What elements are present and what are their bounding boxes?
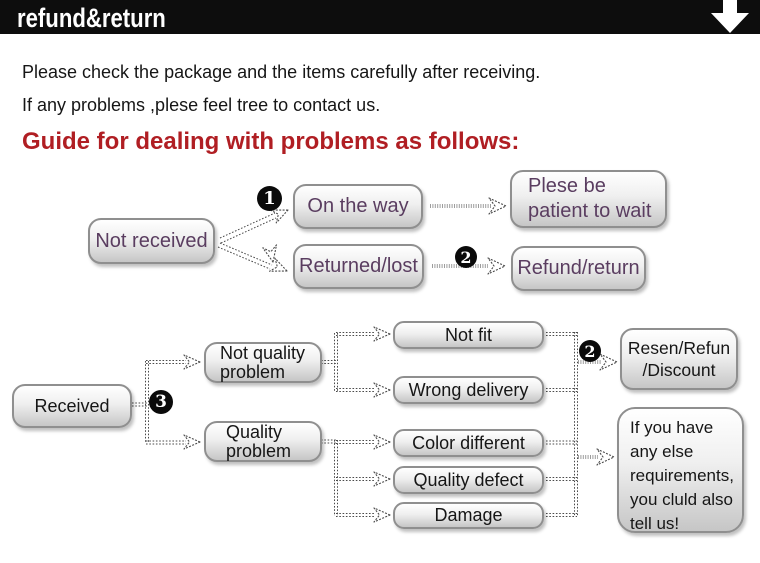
intro-line-1: Please check the package and the items c… (22, 62, 541, 82)
box-not-fit: Not fit (393, 321, 544, 349)
arrow-not-received-to-on-the-way (219, 209, 289, 263)
connector-received-split (132, 354, 201, 450)
box-color-different: Color different (393, 429, 544, 457)
badge-step-2-right: 2 (579, 340, 601, 362)
box-not-received: Not received (88, 218, 215, 264)
connector-not-quality-split (321, 326, 391, 398)
box-not-quality-problem: Not quality problem (204, 342, 322, 383)
arrow-returned-lost-to-refund (432, 257, 506, 275)
badge-step-2: 2 (455, 246, 477, 268)
box-please-be-patient: Plese be patient to wait (510, 170, 667, 228)
box-refund-return: Refund/return (511, 246, 646, 291)
guide-heading: Guide for dealing with problems as follo… (22, 128, 520, 155)
box-resend-refund-discount: Resen/Refun /Discount (620, 328, 738, 390)
badge-step-3: 3 (149, 390, 173, 414)
box-quality-problem: Quality problem (204, 421, 322, 462)
box-other-requirements-note: If you have any else requirements, you c… (617, 407, 744, 533)
box-returned-lost: Returned/lost (293, 244, 424, 289)
arrow-not-received-to-returned-lost (217, 242, 288, 272)
connector-quality-split (321, 434, 391, 523)
arrow-on-the-way-to-wait (430, 197, 507, 215)
box-wrong-delivery: Wrong delivery (393, 376, 544, 404)
box-damage: Damage (393, 502, 544, 529)
down-arrow-icon (711, 0, 749, 33)
arrow-to-resend-refund (578, 353, 618, 371)
box-quality-defect: Quality defect (393, 466, 544, 494)
arrow-to-note (578, 448, 615, 466)
banner-title: refund&return (17, 3, 166, 33)
intro-line-2: If any problems ,plese feel tree to cont… (22, 95, 381, 115)
connector-right-collector (546, 332, 578, 517)
box-on-the-way: On the way (293, 184, 423, 229)
banner: refund&return (0, 0, 760, 34)
box-received: Received (12, 384, 132, 428)
badge-step-1: 1 (257, 186, 282, 211)
